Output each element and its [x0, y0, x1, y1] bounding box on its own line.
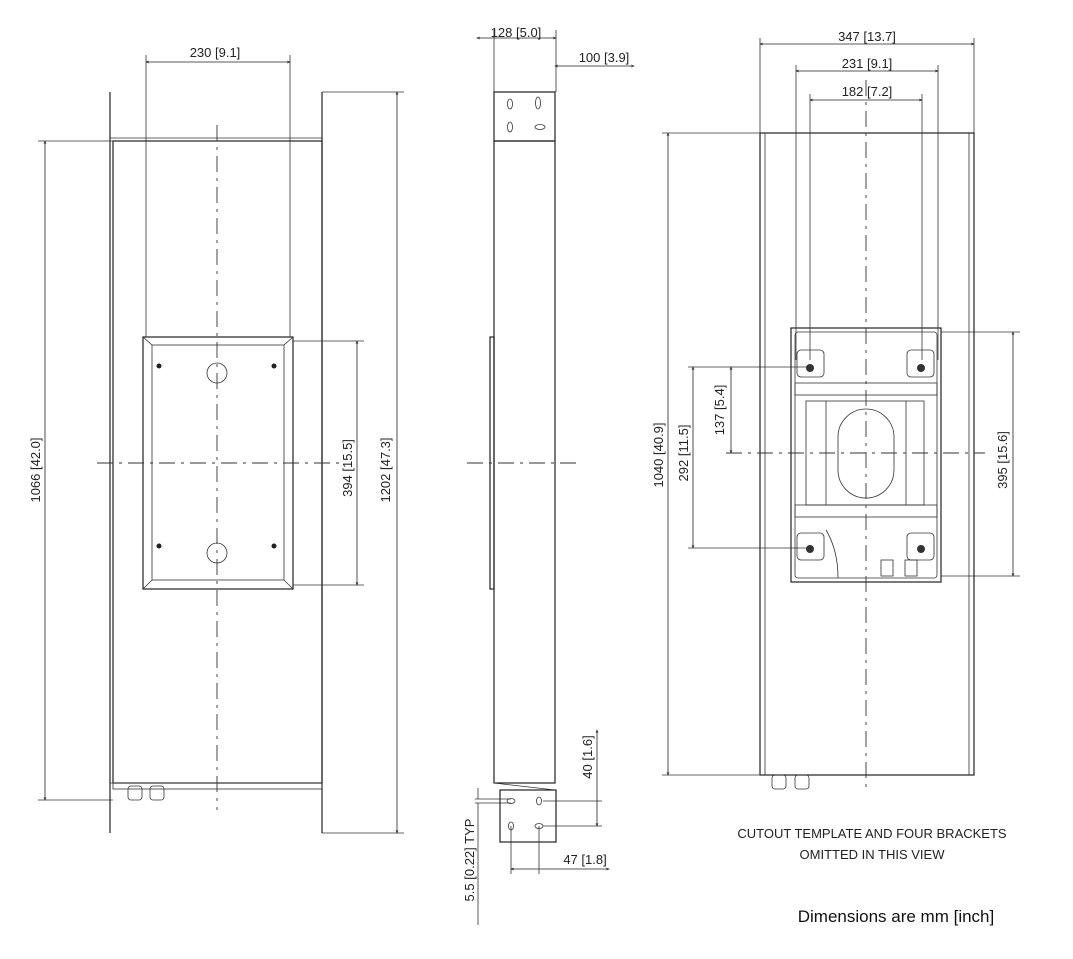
side-view: 128 [5.0] 100 [3.9] 40 [1.6] 47 [1.8] 5.…	[462, 25, 634, 925]
bracket-bolt-icons	[796, 349, 935, 561]
back-width-dimension: 347 [13.7]	[838, 29, 896, 44]
inner-span-dimension: 182 [7.2]	[842, 84, 893, 99]
bracket-span-dimension: 231 [9.1]	[842, 56, 893, 71]
depth-dimension: 128 [5.0]	[491, 25, 542, 40]
note-line-1: CUTOUT TEMPLATE AND FOUR BRACKETS	[737, 826, 1007, 841]
bracket-height-dimension: 40 [1.6]	[580, 735, 595, 778]
bracket-width-dimension: 47 [1.8]	[563, 852, 606, 867]
body-depth-dimension: 100 [3.9]	[579, 50, 630, 65]
note-line-2: OMITTED IN THIS VIEW	[800, 847, 946, 862]
center-offset-dimension: 137 [5.4]	[712, 385, 727, 436]
window-height-dimension: 394 [15.5]	[340, 439, 355, 497]
mounting-slot-icons	[506, 96, 546, 831]
width-dimension: 230 [9.1]	[190, 45, 241, 60]
cable-gland-icons	[127, 785, 165, 801]
overall-height-dimension: 1202 [47.3]	[378, 437, 393, 502]
slot-dimension: 5.5 [0.22] TYP	[462, 819, 477, 902]
back-view: 347 [13.7] 231 [9.1] 182 [7.2] 1040 [40.…	[651, 29, 1020, 793]
back-height-dimension: 1040 [40.9]	[651, 422, 666, 487]
bracket-vertical-dimension: 292 [11.5]	[676, 425, 691, 482]
height-dimension: 1066 [42.0]	[28, 437, 43, 502]
front-view: 230 [9.1] 1066 [42.0] 1202 [47.3] 394 [1…	[28, 45, 404, 833]
units-note: Dimensions are mm [inch]	[798, 907, 995, 926]
cable-gland-icons	[771, 774, 810, 790]
cutout-height-dimension: 395 [15.6]	[995, 431, 1010, 489]
